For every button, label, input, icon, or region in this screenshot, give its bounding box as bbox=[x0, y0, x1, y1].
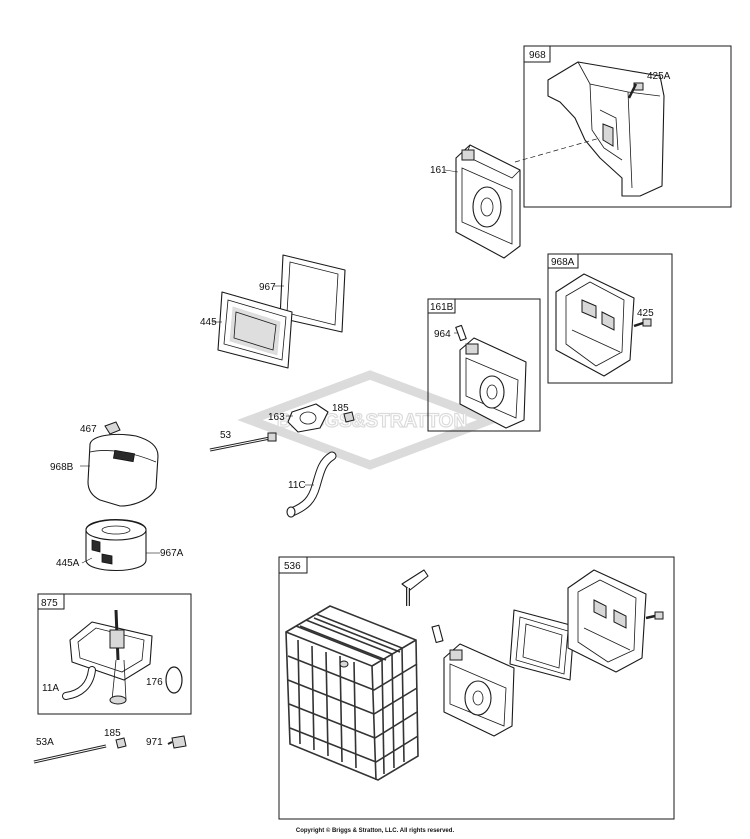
callout-425A: 425A bbox=[647, 71, 671, 82]
box-536-label: 536 bbox=[284, 561, 301, 572]
tube-11C[interactable] bbox=[286, 451, 337, 518]
callout-964: 964 bbox=[434, 329, 451, 340]
nut-185[interactable] bbox=[343, 411, 355, 423]
callout-445A: 445A bbox=[56, 558, 80, 569]
gasket-967[interactable] bbox=[279, 254, 346, 333]
box-968[interactable]: 968 425A bbox=[523, 45, 732, 208]
cover-968A bbox=[555, 273, 635, 377]
box-161B[interactable]: 161B 964 bbox=[427, 298, 541, 432]
copyright-text: Copyright © Briggs & Stratton, LLC. All … bbox=[295, 828, 455, 834]
callout-445: 445 bbox=[200, 317, 217, 328]
screw-425[interactable] bbox=[633, 318, 652, 328]
filter-536[interactable] bbox=[509, 609, 575, 681]
nut-185b[interactable] bbox=[115, 737, 127, 749]
base-536[interactable] bbox=[443, 643, 515, 737]
wire-cage[interactable] bbox=[285, 605, 419, 781]
tube-11A[interactable] bbox=[62, 666, 96, 700]
oring-176[interactable] bbox=[165, 666, 183, 694]
callout-467: 467 bbox=[80, 424, 97, 435]
callout-11A: 11A bbox=[42, 683, 59, 694]
callout-968B: 968B bbox=[50, 462, 74, 473]
callout-163: 163 bbox=[268, 412, 285, 423]
callout-176: 176 bbox=[146, 677, 163, 688]
knob-467[interactable] bbox=[104, 421, 121, 435]
cover-536[interactable] bbox=[567, 569, 647, 673]
base-875[interactable] bbox=[69, 609, 153, 705]
callout-967: 967 bbox=[259, 282, 276, 293]
bolt-handle[interactable] bbox=[401, 569, 429, 606]
filter-445A[interactable] bbox=[85, 518, 147, 572]
stud-53A[interactable] bbox=[33, 744, 107, 764]
box-875-label: 875 bbox=[41, 598, 58, 609]
box-968A-label: 968A bbox=[551, 257, 575, 268]
box-875[interactable]: 875 11A 176 bbox=[37, 593, 192, 715]
gasket-163[interactable] bbox=[287, 403, 329, 433]
cover-968B[interactable] bbox=[87, 433, 159, 507]
stud-53[interactable] bbox=[209, 432, 277, 452]
callout-185: 185 bbox=[332, 403, 349, 414]
callout-425: 425 bbox=[637, 308, 654, 319]
callout-53: 53 bbox=[220, 430, 232, 441]
callout-53A: 53A bbox=[36, 737, 54, 748]
callout-11C: 11C bbox=[288, 480, 306, 491]
screw-425A[interactable] bbox=[627, 82, 644, 99]
box-536[interactable]: 536 bbox=[278, 556, 675, 820]
filter-445[interactable] bbox=[217, 291, 293, 369]
base-161[interactable] bbox=[444, 137, 601, 259]
screw-536[interactable] bbox=[645, 611, 664, 620]
box-161B-label: 161B bbox=[430, 302, 454, 313]
breather-964[interactable] bbox=[455, 324, 467, 342]
box-968-label: 968 bbox=[529, 50, 546, 61]
callout-967A: 967A bbox=[160, 548, 184, 559]
callout-161: 161 bbox=[430, 165, 447, 176]
box-968A[interactable]: 968A 425 bbox=[547, 253, 673, 384]
callout-185b: 185 bbox=[104, 728, 121, 739]
callout-971: 971 bbox=[146, 737, 163, 748]
watermark-logo: BRIGGS&STRATTON bbox=[237, 370, 503, 470]
fitting-971[interactable] bbox=[167, 735, 187, 749]
breather[interactable] bbox=[431, 624, 444, 644]
